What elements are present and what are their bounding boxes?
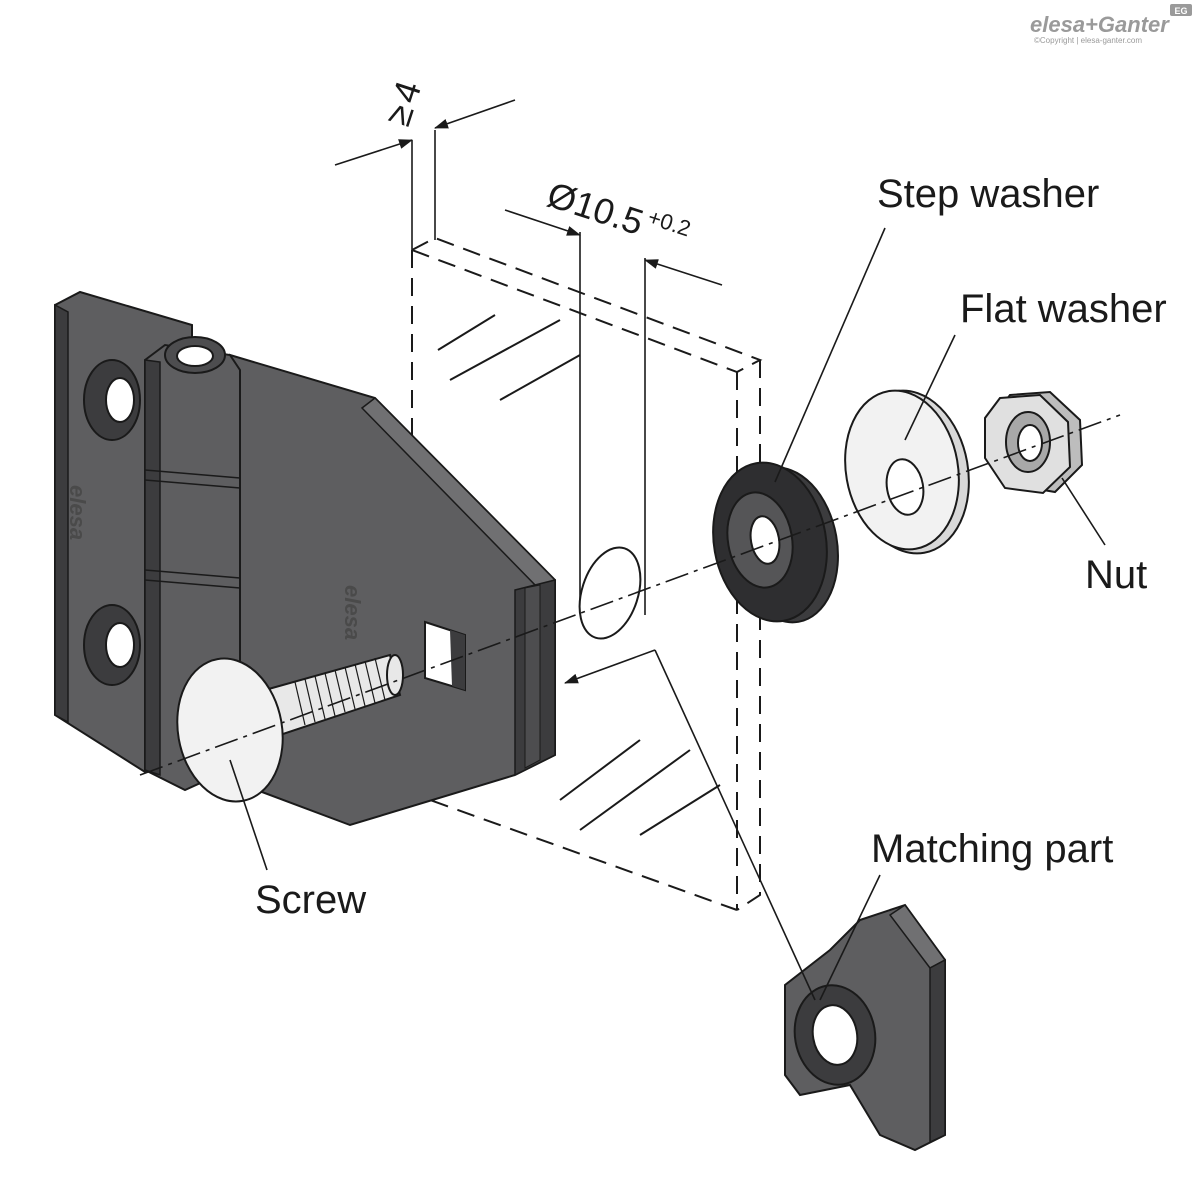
assembly-axis xyxy=(139,414,1121,776)
copyright-text: ©Copyright | elesa-ganter.com xyxy=(1034,36,1142,45)
label-matching-part: Matching part xyxy=(871,827,1113,871)
hinge: elesa elesa xyxy=(54,290,557,827)
screw xyxy=(176,653,404,803)
panel-hole xyxy=(578,546,642,640)
step-washer xyxy=(712,461,839,624)
hole-diameter: Ø10.5 xyxy=(543,174,649,243)
dimension-hole-text: Ø10.5 +0.2 xyxy=(543,174,694,243)
label-nut: Nut xyxy=(1085,553,1147,597)
label-flat-washer: Flat washer xyxy=(960,287,1167,331)
embossed-logo-left: elesa xyxy=(65,485,90,540)
embossed-logo-right: elesa xyxy=(340,585,365,640)
matching-part xyxy=(784,903,947,1152)
glass-reflections xyxy=(437,314,721,836)
brand-badge: EG xyxy=(1174,6,1187,16)
brand-logo-text: elesa+Ganter xyxy=(1030,12,1170,37)
leader-lines xyxy=(229,227,1106,1001)
nut xyxy=(984,390,1084,495)
label-step-washer: Step washer xyxy=(877,172,1099,216)
label-screw: Screw xyxy=(255,878,366,922)
dimension-hole xyxy=(504,209,723,615)
brand-logo: elesa+Ganter EG ©Copyright | elesa-gante… xyxy=(1030,4,1192,45)
hole-tolerance: +0.2 xyxy=(645,204,694,241)
dimension-gap-text: ≥ 4 xyxy=(377,76,430,131)
flat-washer xyxy=(844,389,970,555)
dimension-gap xyxy=(334,99,516,250)
